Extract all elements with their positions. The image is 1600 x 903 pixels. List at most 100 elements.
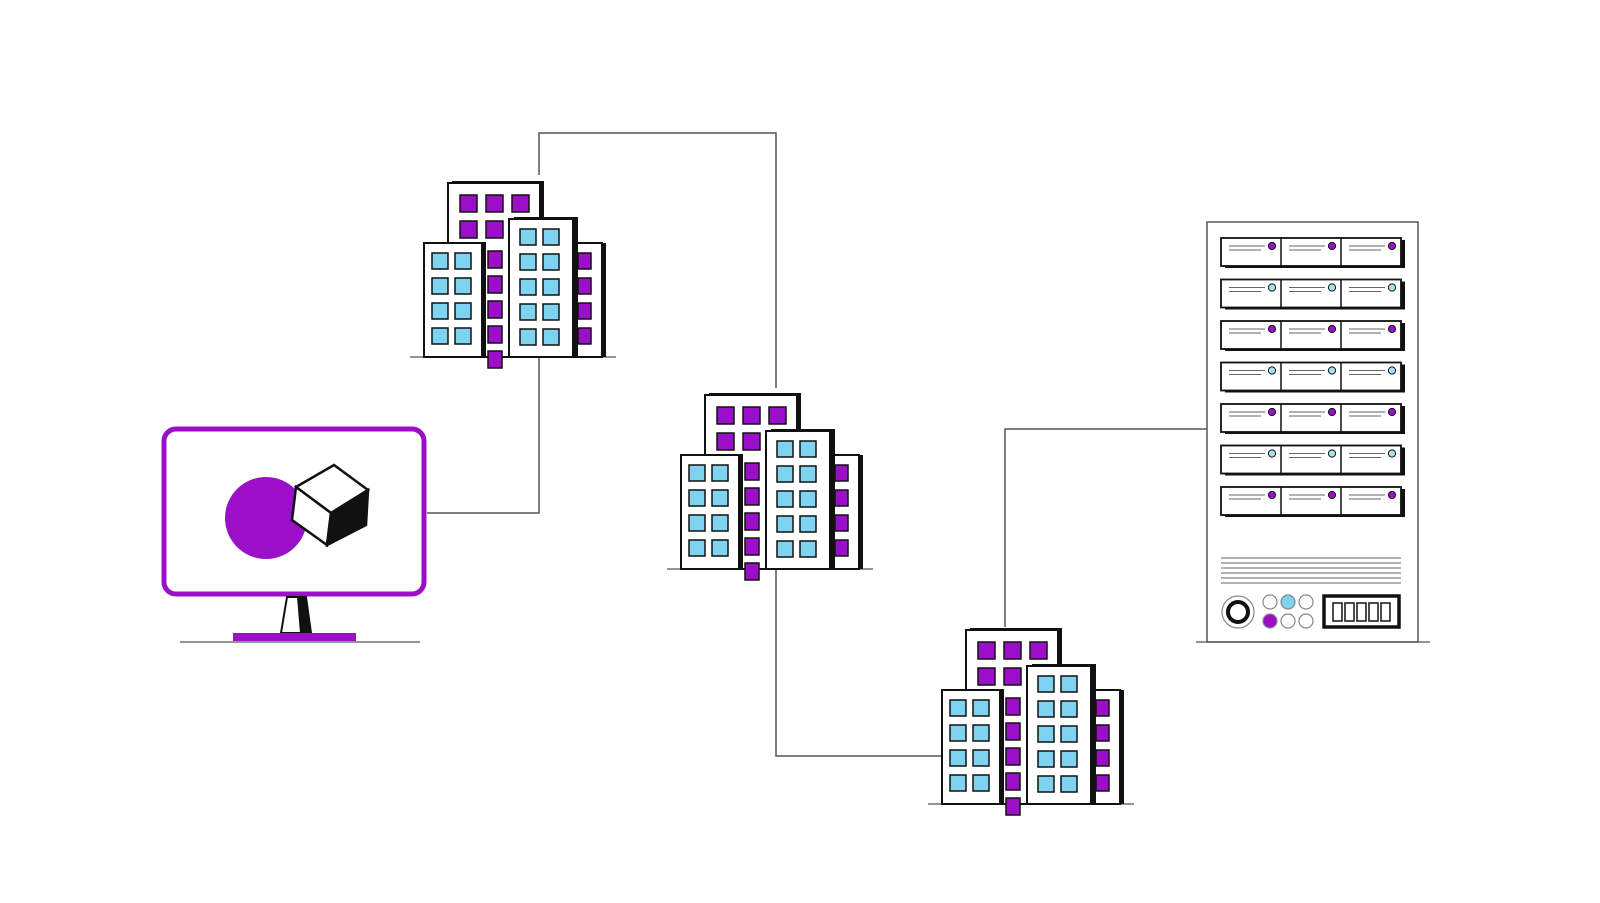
mid-building	[508, 218, 574, 358]
cube-side	[325, 487, 370, 548]
window-blue	[776, 515, 794, 533]
window-blue	[972, 699, 990, 717]
window-purple	[487, 250, 503, 269]
window-blue	[431, 277, 449, 295]
drive-bay	[1220, 320, 1402, 350]
window-blue	[972, 724, 990, 742]
window-blue	[542, 278, 560, 296]
window-purple	[834, 464, 849, 482]
buildings-icon	[667, 393, 873, 581]
window-blue	[519, 328, 537, 346]
window-purple	[1005, 697, 1021, 716]
connector-monitor-building-1	[427, 357, 540, 514]
window-purple	[1005, 747, 1021, 766]
status-led	[1387, 490, 1397, 500]
window-blue	[799, 440, 817, 458]
window-purple	[742, 406, 761, 425]
window-blue	[688, 464, 706, 482]
display-segment	[1380, 602, 1391, 622]
display-segment	[1332, 602, 1343, 622]
window-purple	[487, 350, 503, 369]
window-blue	[799, 490, 817, 508]
window-blue	[972, 774, 990, 792]
indicator-light	[1280, 613, 1296, 629]
window-blue	[776, 465, 794, 483]
drive-bay	[1220, 237, 1402, 267]
window-purple	[744, 537, 760, 556]
drive-bay	[1220, 361, 1402, 392]
window-purple	[742, 432, 761, 451]
window-purple	[834, 514, 849, 532]
window-purple	[768, 406, 787, 425]
window-purple	[744, 512, 760, 531]
window-blue	[949, 749, 967, 767]
display-segment	[1356, 602, 1367, 622]
building-cluster-1	[410, 181, 616, 369]
window-purple	[577, 252, 592, 270]
building-cluster-3	[928, 628, 1134, 816]
buildings-icon	[928, 628, 1134, 816]
window-purple	[577, 302, 592, 320]
window-blue	[431, 252, 449, 270]
window-blue	[1037, 700, 1055, 718]
drive-bay	[1220, 486, 1402, 516]
status-led	[1267, 283, 1277, 292]
monitor-icon	[161, 426, 427, 643]
window-purple	[511, 194, 530, 213]
status-led	[1327, 283, 1337, 292]
window-blue	[519, 228, 537, 246]
window-blue	[454, 277, 472, 295]
window-blue	[776, 440, 794, 458]
connector-building-1-building-2	[538, 132, 777, 388]
window-purple	[716, 432, 735, 451]
status-led	[1327, 449, 1337, 458]
status-led	[1327, 490, 1337, 500]
indicator-light	[1298, 594, 1314, 610]
monitor-stand-shade	[297, 597, 311, 633]
window-purple	[1005, 797, 1021, 816]
window-purple	[977, 641, 996, 660]
window-blue	[711, 489, 729, 507]
window-purple	[487, 325, 503, 344]
window-blue	[799, 540, 817, 558]
window-blue	[431, 327, 449, 345]
power-button-icon	[1226, 600, 1250, 624]
drive-bay	[1220, 278, 1402, 309]
status-led	[1387, 324, 1397, 334]
window-purple	[1095, 724, 1110, 742]
window-blue	[711, 514, 729, 532]
window-blue	[711, 539, 729, 557]
window-blue	[519, 253, 537, 271]
window-blue	[1037, 750, 1055, 768]
monitor-base	[233, 633, 356, 641]
building-cluster-2	[667, 393, 873, 581]
window-blue	[949, 724, 967, 742]
status-led	[1327, 241, 1337, 251]
window-blue	[1037, 725, 1055, 743]
status-led	[1267, 241, 1277, 251]
window-purple	[1003, 667, 1022, 686]
status-led	[1387, 241, 1397, 251]
drive-bay	[1220, 403, 1402, 433]
window-purple	[834, 489, 849, 507]
window-blue	[542, 328, 560, 346]
server-rack-icon	[1196, 221, 1430, 643]
window-blue	[688, 489, 706, 507]
window-blue	[454, 327, 472, 345]
connector-building-3-server	[1004, 428, 1207, 627]
window-blue	[542, 303, 560, 321]
window-blue	[949, 699, 967, 717]
window-blue	[1060, 675, 1078, 693]
window-purple	[577, 327, 592, 345]
window-blue	[1037, 775, 1055, 793]
window-purple	[834, 539, 849, 557]
window-blue	[711, 464, 729, 482]
window-purple	[1095, 699, 1110, 717]
display-segment	[1368, 602, 1379, 622]
status-led	[1267, 366, 1277, 375]
window-blue	[799, 465, 817, 483]
drive-bay	[1220, 444, 1402, 475]
window-purple	[1003, 641, 1022, 660]
window-purple	[485, 220, 504, 239]
